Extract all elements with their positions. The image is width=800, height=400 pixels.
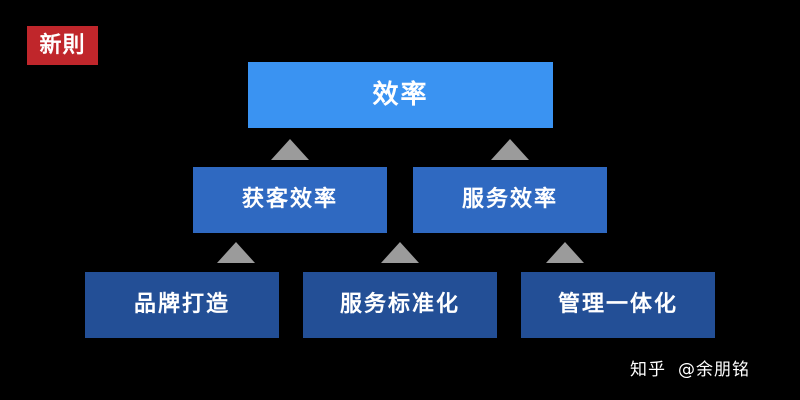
watermark-author: @余朋铭 — [678, 360, 750, 380]
node-efficiency: 效率 — [248, 62, 553, 128]
arrow-up-icon — [271, 139, 309, 160]
node-service-standardization: 服务标准化 — [303, 272, 497, 338]
node-service-efficiency: 服务效率 — [413, 167, 607, 233]
watermark-platform: 知乎 — [630, 360, 666, 380]
node-acquisition-efficiency: 获客效率 — [193, 167, 387, 233]
node-management-integration: 管理一体化 — [521, 272, 715, 338]
watermark: 知乎 @余朋铭 — [630, 355, 750, 380]
node-brand-building: 品牌打造 — [85, 272, 279, 338]
arrow-up-icon — [217, 242, 255, 263]
arrow-up-icon — [491, 139, 529, 160]
brand-logo: 新則 — [27, 26, 98, 65]
arrow-up-icon — [381, 242, 419, 263]
arrow-up-icon — [546, 242, 584, 263]
